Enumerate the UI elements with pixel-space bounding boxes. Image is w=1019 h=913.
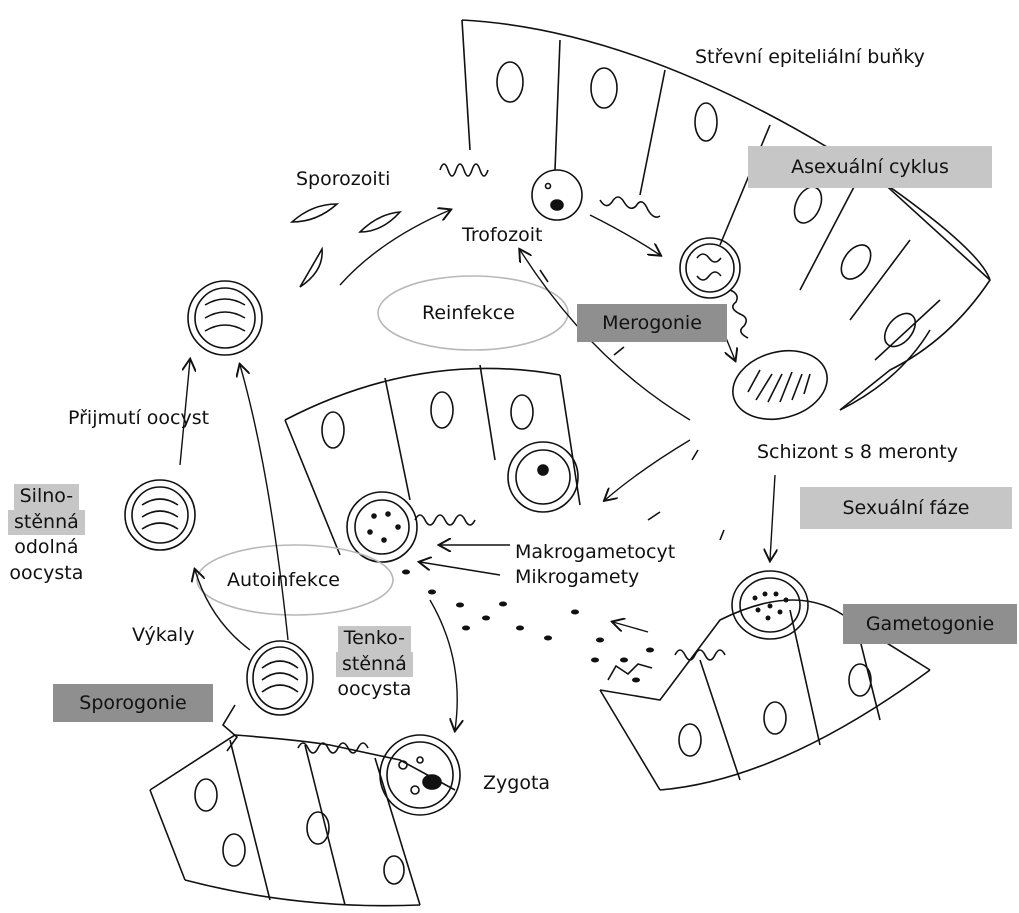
gametogony-cell [732,571,808,639]
sporogony-box: Sporogonie [53,684,213,722]
microgametocyte-cell [347,492,417,562]
thin-oocyst-line-1: Tenko- [338,626,411,652]
thin-oocyst-label: Tenko- stěnná oocysta [336,626,413,703]
trophozoite-label: Trofozoit [462,224,542,247]
schizont-label: Schizont s 8 meronty [757,441,958,464]
asexual-cycle-box: Asexuální cyklus [748,146,992,188]
thick-oocyst-label: Silno- stěnná odolná oocysta [8,484,85,587]
microgametes-label: Mikrogamety [515,566,639,589]
top-epithelium [440,20,990,410]
thick-oocyst-line-2: stěnná [8,510,85,536]
zygote-label: Zygota [483,772,550,795]
macrogametocyte-label: Makrogametocyt [515,541,675,564]
gametogony-box: Gametogonie [843,604,1017,644]
reinfection-label: Reinfekce [422,302,515,325]
trophozoite-cell [532,170,582,220]
thin-oocyst-line-3: oocysta [337,677,411,703]
thick-oocyst-line-4: oocysta [9,561,83,587]
thick-walled-oocyst [125,480,195,550]
thin-oocyst-line-2: stěnná [336,652,413,678]
cycle-arrows [180,210,775,730]
middle-epithelium [285,365,580,555]
sexual-phase-box: Sexuální fáze [800,487,1012,529]
sporozoites-label: Sporozoiti [296,168,390,191]
zygote-cell [380,735,460,815]
thick-oocyst-line-1: Silno- [14,484,80,510]
thin-oocyst-cell [247,641,313,715]
merogony-box: Merogonie [577,304,727,342]
oocyst-intake-label: Přijmutí oocyst [68,407,209,430]
macrogametocyte-cell [508,442,578,512]
schizont-cell [725,341,835,430]
autoinfection-label: Autoinfekce [227,569,340,592]
intestinal-cells-label: Střevní epiteliální buňky [695,46,925,69]
thick-oocyst-line-3: odolná [14,535,78,561]
meront-cell [680,238,740,298]
feces-label: Výkaly [132,624,195,647]
ingested-oocyst [188,281,262,355]
